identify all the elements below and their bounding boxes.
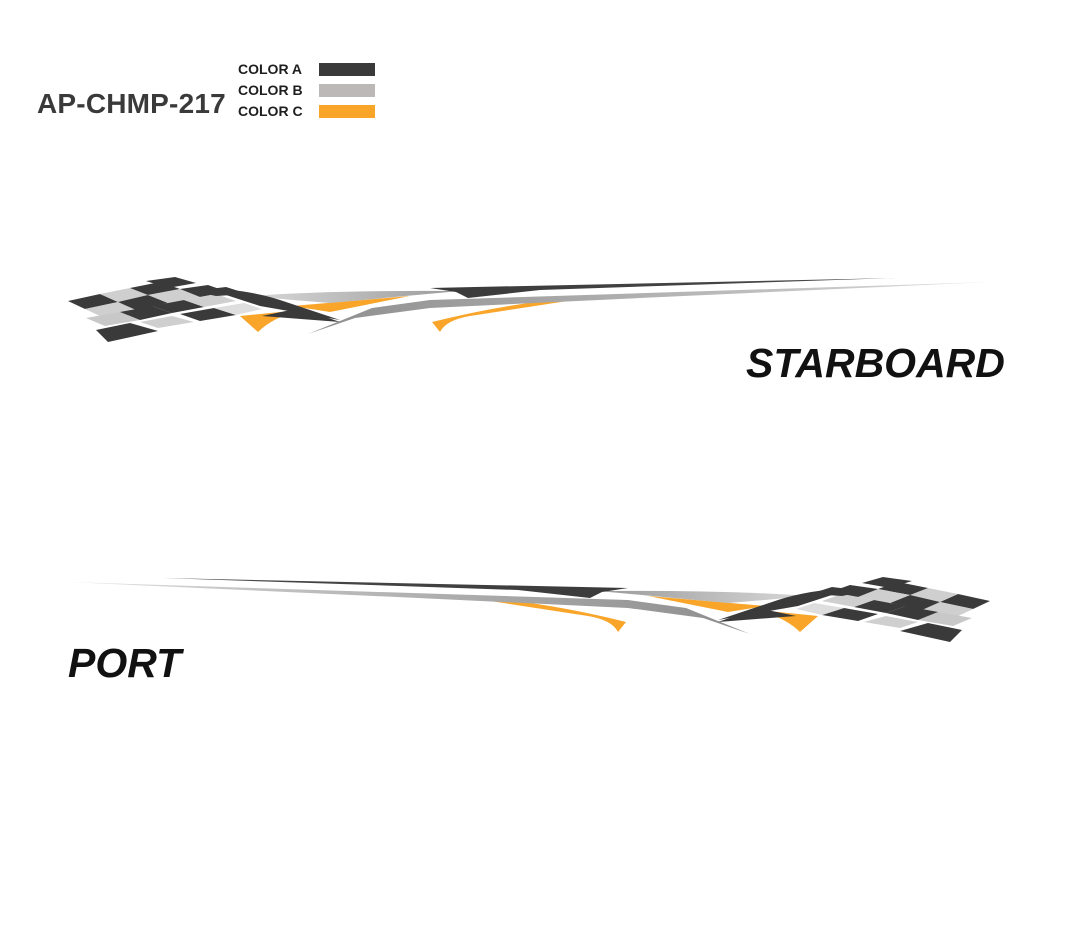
legend-row-color-a: COLOR A — [238, 60, 388, 81]
legend-swatch-color-b — [319, 84, 375, 97]
legend-row-color-c: COLOR C — [238, 102, 388, 123]
legend-swatch-color-c — [319, 105, 375, 118]
legend-label-color-c: COLOR C — [238, 103, 303, 119]
legend-label-color-a: COLOR A — [238, 61, 303, 77]
legend-swatch-color-a — [319, 63, 375, 76]
product-code: AP-CHMP-217 — [37, 88, 226, 119]
legend-label-color-b: COLOR B — [238, 82, 303, 98]
legend-row-color-b: COLOR B — [238, 81, 388, 102]
starboard-graphic — [68, 277, 990, 342]
port-graphic — [68, 577, 990, 642]
starboard-label: STARBOARD — [746, 340, 1005, 386]
color-legend: COLOR A COLOR B COLOR C — [238, 60, 388, 123]
port-label: PORT — [68, 640, 182, 686]
